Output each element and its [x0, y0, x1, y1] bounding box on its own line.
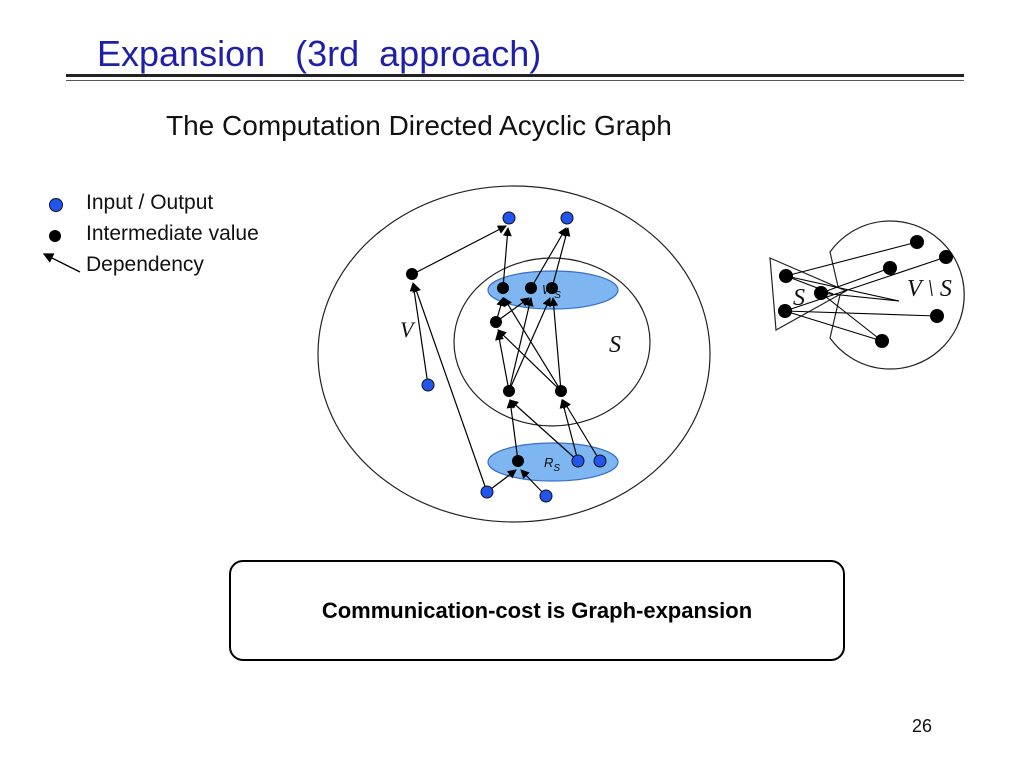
edge: [549, 297, 562, 392]
set-v-boundary: [317, 185, 711, 523]
partition-diagram: S V \ S: [769, 220, 965, 370]
intermediate-node: [555, 385, 567, 397]
set-v-label: V: [400, 317, 416, 342]
edge: [506, 399, 519, 462]
legend-label-intermediate: Intermediate value: [86, 222, 259, 245]
output-node: [560, 211, 574, 225]
intermediate-node: [497, 282, 509, 294]
edge: [784, 256, 947, 312]
input-node: [539, 489, 553, 503]
title-underline-thin: [66, 80, 964, 81]
slide-title: Expansion (3rd approach): [97, 33, 542, 74]
edge: [503, 297, 562, 392]
callout-text: Communication-cost is Graph-expansion: [321, 597, 753, 623]
edge: [562, 399, 601, 462]
partition-node: [814, 286, 828, 300]
edge: [551, 227, 571, 289]
rs-label-main: R: [544, 455, 553, 470]
edge: [820, 267, 891, 294]
edge: [508, 297, 551, 392]
ws-label: WS: [542, 282, 561, 301]
ws-label-main: W: [542, 282, 556, 297]
edge: [495, 331, 510, 392]
intermediate-node: [512, 455, 524, 467]
partition-s-label: S: [793, 285, 805, 311]
edge: [559, 399, 579, 462]
input-node: [593, 454, 607, 468]
set-s-boundary: [453, 257, 651, 427]
intermediate-node: [525, 282, 537, 294]
intermediate-node: [406, 268, 418, 280]
edge: [502, 227, 512, 289]
dependency-arrow-icon: [42, 253, 81, 273]
edge: [820, 292, 883, 342]
edge: [508, 297, 534, 392]
partition-node: [939, 250, 953, 264]
dependency-edges: [409, 225, 601, 497]
rs-label-sub: S: [553, 463, 560, 474]
ws-label-sub: S: [554, 290, 561, 301]
edge: [784, 310, 938, 317]
edge: [820, 292, 900, 302]
edge: [495, 297, 530, 323]
partition-complement-label: V \ S: [907, 276, 952, 302]
title-underline: [66, 74, 964, 77]
edge: [509, 399, 579, 462]
slide-subtitle: The Computation Directed Acyclic Graph: [166, 110, 672, 141]
edge: [785, 275, 900, 302]
intermediate-node-icon: [49, 230, 61, 242]
edge: [785, 241, 918, 277]
edge: [412, 283, 488, 493]
edge: [497, 329, 562, 392]
edge: [412, 225, 507, 275]
intermediate-node: [490, 316, 502, 328]
page-number: 26: [912, 716, 933, 736]
legend-label-input-output: Input / Output: [86, 191, 214, 214]
callout-box: Communication-cost is Graph-expansion: [229, 560, 845, 661]
partition-node: [779, 269, 793, 283]
set-s-label: S: [609, 332, 621, 358]
output-node: [502, 211, 516, 225]
edge: [784, 310, 883, 342]
partition-node: [875, 334, 889, 348]
partition-edges: [784, 241, 947, 342]
input-node: [421, 378, 435, 392]
partition-node: [883, 261, 897, 275]
input-output-node-icon: [49, 198, 63, 212]
edge: [409, 282, 429, 386]
legend-label-dependency: Dependency: [86, 253, 204, 276]
intermediate-node: [503, 385, 515, 397]
intermediate-node: [546, 282, 558, 294]
dag-nodes: [406, 211, 607, 503]
partition-node: [910, 235, 924, 249]
input-node: [480, 485, 494, 499]
partition-node: [778, 304, 792, 318]
edge: [530, 227, 567, 289]
partition-node: [930, 309, 944, 323]
rs-label: RS: [544, 455, 560, 474]
input-node: [571, 454, 585, 468]
complement-region: [829, 220, 965, 370]
